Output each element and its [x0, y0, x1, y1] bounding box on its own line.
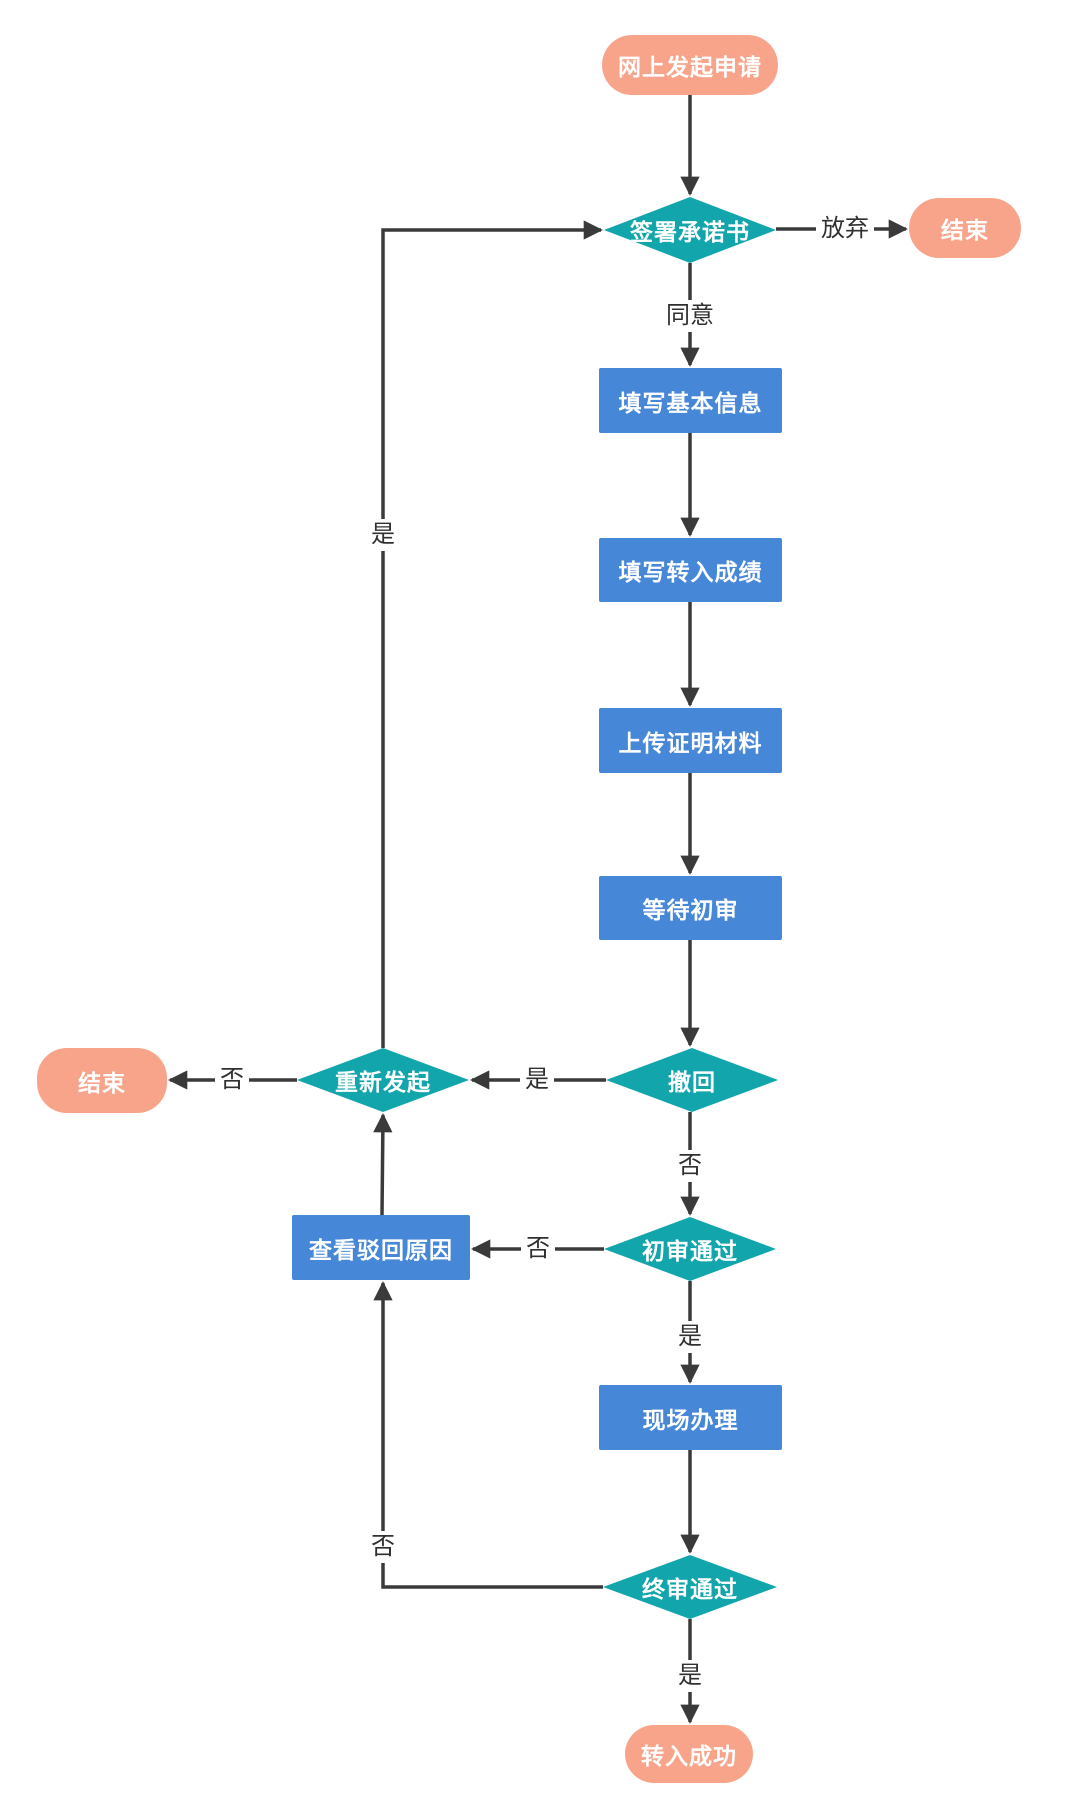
node-fill-basic-info: 填写基本信息 — [599, 368, 782, 433]
node-end-left: 结束 — [37, 1048, 167, 1113]
node-fill-transfer-scores: 填写转入成绩 — [599, 538, 782, 602]
edge-label-reinitiate-no: 否 — [215, 1064, 249, 1096]
node-wait-initial-review: 等待初审 — [599, 876, 782, 940]
node-onsite-processing: 现场办理 — [599, 1385, 782, 1450]
edge-label-withdraw-yes: 是 — [520, 1064, 554, 1096]
node-transfer-success: 转入成功 — [625, 1725, 753, 1783]
node-view-rejection-reason: 查看驳回原因 — [292, 1215, 470, 1280]
edge-label-initial-review-no: 否 — [521, 1233, 555, 1265]
node-upload-materials: 上传证明材料 — [599, 708, 782, 773]
edge-label-final-review-yes: 是 — [673, 1660, 707, 1692]
edge-label-abandon: 放弃 — [816, 213, 874, 245]
node-end-top: 结束 — [909, 198, 1021, 258]
edge-label-withdraw-no: 否 — [673, 1150, 707, 1182]
node-start-online-application: 网上发起申请 — [602, 35, 778, 95]
edge-label-agree: 同意 — [661, 300, 719, 332]
edge-label-final-review-no: 否 — [366, 1531, 400, 1563]
edge-label-reinitiate-yes: 是 — [366, 519, 400, 551]
edge-label-initial-review-yes: 是 — [673, 1321, 707, 1353]
